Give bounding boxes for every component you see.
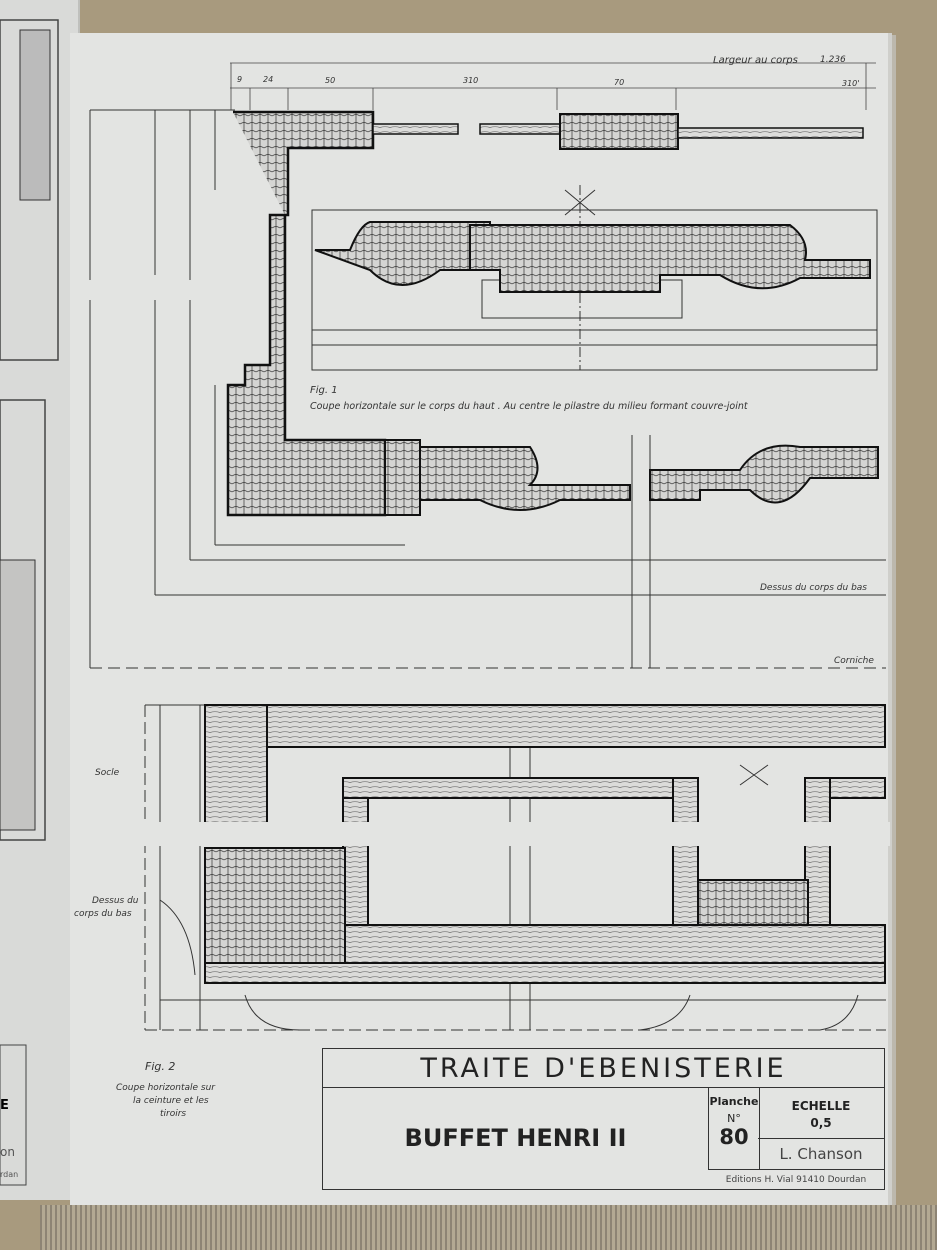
- fig1-number: Fig. 1: [310, 385, 338, 396]
- title-block: TRAITE D'EBENISTERIE BUFFET HENRI II Pla…: [322, 1048, 885, 1190]
- fig2-caption: tiroirs: [160, 1109, 187, 1119]
- dimension-lines: [230, 62, 876, 110]
- fig1-section: [89, 109, 886, 669]
- planche-no-label: N°: [727, 1112, 741, 1125]
- series-title: TRAITE D'EBENISTERIE: [323, 1049, 884, 1088]
- dimension-value: 24: [263, 75, 274, 84]
- dimension-value: 310': [842, 79, 860, 88]
- planche-number: 80: [719, 1125, 749, 1149]
- dimension-value: 70: [614, 78, 625, 87]
- label-corniche: Corniche: [834, 656, 874, 666]
- prev-page-fragment: on: [0, 1145, 15, 1159]
- overall-width-value: 1.236: [820, 55, 846, 65]
- echelle-value: 0,5: [810, 1116, 832, 1130]
- echelle-cell: ECHELLE 0,5: [758, 1087, 884, 1139]
- book-binding-fabric: [40, 1205, 937, 1250]
- label-socle: Socle: [95, 768, 120, 778]
- plate-title: BUFFET HENRI II: [404, 1124, 627, 1152]
- label-dessus-corps-bas-fig2: corps du bas: [74, 909, 132, 919]
- previous-page-drawing: [0, 19, 59, 1186]
- prev-page-fragment: rdan: [0, 1170, 19, 1179]
- fig1-caption: Coupe horizontale sur le corps du haut .…: [310, 401, 748, 412]
- dimension-value: 9: [237, 75, 243, 84]
- fig2-caption: la ceinture et les: [133, 1096, 209, 1106]
- fig2-section: [140, 704, 890, 1031]
- fig2-caption: Coupe horizontale sur: [116, 1083, 215, 1093]
- author: L. Chanson: [779, 1145, 863, 1163]
- editor: Editions H. Vial 91410 Dourdan: [708, 1169, 884, 1190]
- prev-page-fragment: E: [0, 1098, 9, 1113]
- planche-cell: Planche N° 80: [708, 1087, 760, 1169]
- label-dessus-corps-bas-fig2: Dessus du: [92, 896, 139, 906]
- overall-width-label: Largeur au corps: [713, 55, 798, 66]
- dimension-value: 310: [463, 76, 479, 85]
- planche-label: Planche: [709, 1095, 759, 1108]
- fig2-number: Fig. 2: [145, 1060, 176, 1073]
- echelle-label: ECHELLE: [791, 1099, 851, 1113]
- dimension-value: 50: [325, 76, 336, 85]
- label-dessus-corps-bas: Dessus du corps du bas: [760, 583, 867, 593]
- previous-page-edge: E on rdan: [0, 0, 80, 1200]
